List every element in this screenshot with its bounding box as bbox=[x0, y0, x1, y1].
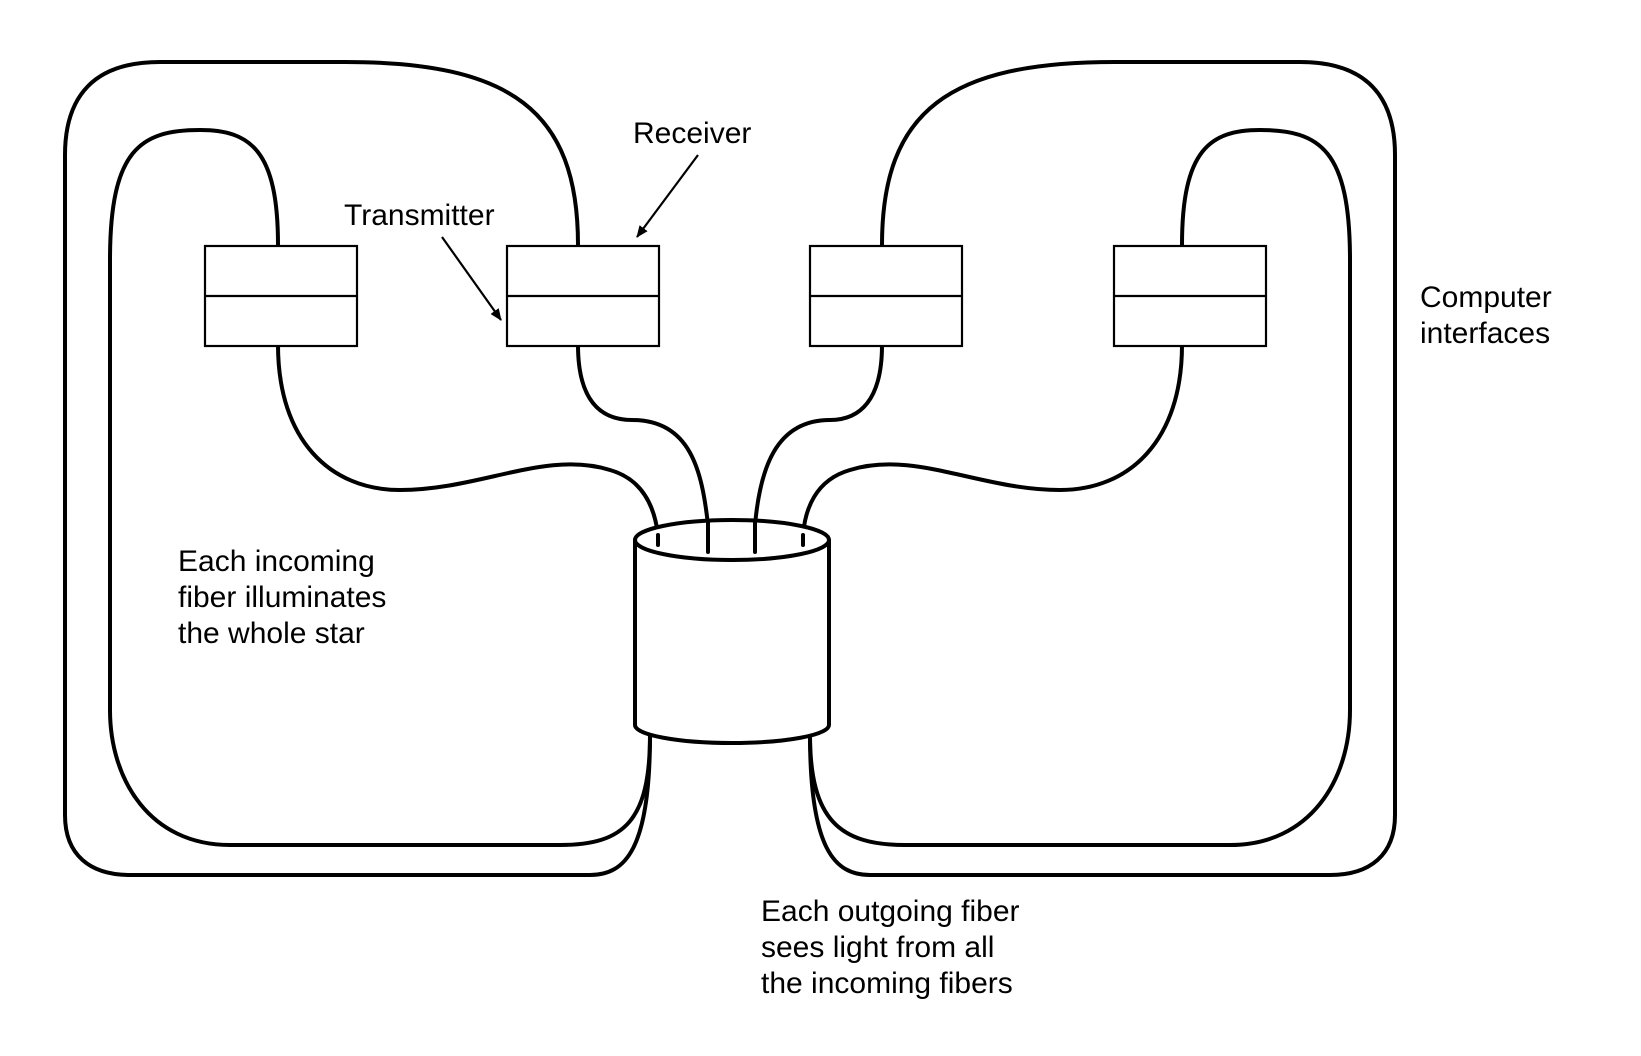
computer-interface-1 bbox=[203, 244, 359, 348]
incoming-note-line-3: the whole star bbox=[178, 617, 365, 650]
incoming-note-line-1: Each incoming bbox=[178, 545, 375, 578]
outer-fiber-right bbox=[808, 60, 1397, 877]
inner-fiber-right bbox=[808, 128, 1352, 847]
computer-interface-3 bbox=[808, 244, 964, 348]
computer-interfaces-line-2: interfaces bbox=[1420, 317, 1551, 350]
outgoing-note-line-2: sees light from all bbox=[761, 931, 995, 964]
outgoing-note-line-1: Each outgoing fiber bbox=[761, 895, 1020, 928]
outer-fiber-left bbox=[63, 60, 652, 877]
inner-fiber-left bbox=[108, 128, 652, 847]
incoming-note-line-2: fiber illuminates bbox=[178, 581, 387, 614]
fiber-4-to-star bbox=[801, 343, 1184, 537]
computer-interface-4 bbox=[1112, 244, 1268, 348]
receiver-label: Receiver bbox=[633, 117, 752, 150]
fiber-2-to-star bbox=[576, 343, 710, 527]
computer-interface-2 bbox=[505, 244, 661, 348]
passive-star-cylinder bbox=[633, 518, 831, 745]
receiver-arrow bbox=[636, 154, 699, 238]
transmitter-arrow bbox=[441, 236, 502, 321]
computer-interfaces-line-1: Computer bbox=[1420, 281, 1552, 314]
incoming-fiber-note: Each incoming fiber illuminates the whol… bbox=[178, 544, 386, 652]
fiber-3-to-star bbox=[753, 343, 884, 527]
computer-interfaces-label: Computer interfaces bbox=[1420, 280, 1552, 352]
fiber-1-to-star bbox=[276, 343, 660, 537]
outgoing-fiber-note: Each outgoing fiber sees light from all … bbox=[761, 894, 1020, 1002]
outgoing-note-line-3: the incoming fibers bbox=[761, 967, 1013, 1000]
transmitter-label: Transmitter bbox=[344, 199, 495, 232]
